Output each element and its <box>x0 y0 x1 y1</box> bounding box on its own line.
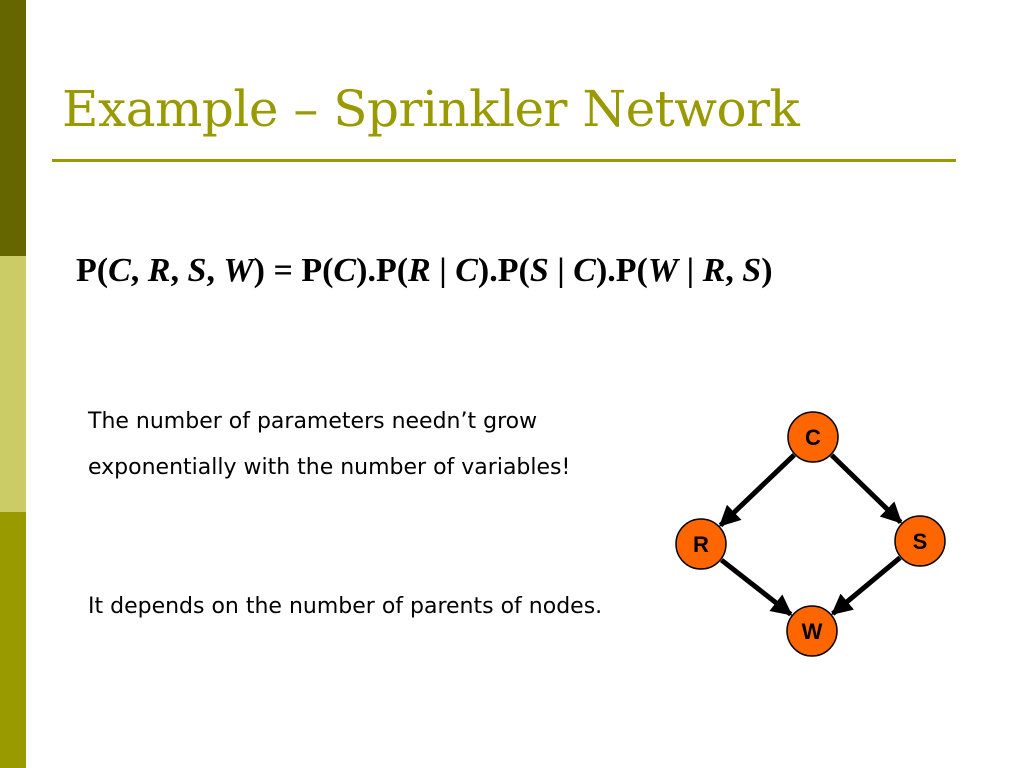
node-label-s: S <box>913 529 928 554</box>
formula-var: C <box>455 252 478 289</box>
node-s <box>894 515 946 567</box>
formula-comma: , <box>170 252 188 289</box>
formula-given: | <box>548 252 574 289</box>
formula-var: S <box>187 252 207 289</box>
node-label-r: R <box>693 532 709 557</box>
formula-fn: P( <box>76 252 109 289</box>
formula-close: ) <box>761 252 773 289</box>
formula-given: | <box>430 252 456 289</box>
formula-close: ) <box>595 252 608 289</box>
formula-close: ) <box>356 252 368 289</box>
formula-var: C <box>108 252 131 289</box>
formula-comma: , <box>725 252 743 289</box>
formula-dot: . <box>607 252 616 289</box>
edge-r-w <box>719 558 793 617</box>
paragraph-parents: It depends on the number of parents of n… <box>88 594 603 619</box>
formula-var: R <box>702 252 726 289</box>
formula-close: ) <box>477 252 490 289</box>
node-label-w: W <box>802 619 823 644</box>
decor-band-middle <box>0 256 26 512</box>
formula-fn: P( <box>375 252 409 289</box>
edge-c-s <box>829 453 903 524</box>
formula-var: W <box>647 252 679 289</box>
formula-var: W <box>223 252 254 289</box>
formula-var: C <box>573 252 596 289</box>
slide-title: Example – Sprinkler Network <box>62 80 800 138</box>
title-underline <box>52 159 956 162</box>
edge-c-r <box>718 453 796 528</box>
paragraph-parameters: The number of parameters needn’t grow ex… <box>88 409 571 480</box>
formula-given: | <box>678 252 703 289</box>
formula-var: C <box>333 252 357 289</box>
formula-var: S <box>529 252 549 289</box>
formula-var: R <box>408 252 431 289</box>
formula-comma: , <box>130 252 148 289</box>
node-w <box>786 605 838 657</box>
formula-fn: P( <box>615 252 648 289</box>
edge-s-w <box>831 555 902 616</box>
formula-equals: ) = <box>253 252 302 289</box>
node-label-c: C <box>805 425 821 450</box>
formula-dot: . <box>367 252 376 289</box>
formula-fn: P( <box>497 252 530 289</box>
joint-probability-formula: P(C, R, S, W) = P(C).P(R | C).P(S | C).P… <box>76 252 956 290</box>
formula-dot: . <box>489 252 498 289</box>
decor-band-top <box>0 0 26 256</box>
formula-var: R <box>147 252 171 289</box>
node-c <box>787 411 839 463</box>
formula-comma: , <box>206 252 224 289</box>
node-r <box>675 518 727 570</box>
decor-band-bottom <box>0 512 26 768</box>
formula-fn: P( <box>301 252 334 289</box>
formula-var: S <box>742 252 762 289</box>
